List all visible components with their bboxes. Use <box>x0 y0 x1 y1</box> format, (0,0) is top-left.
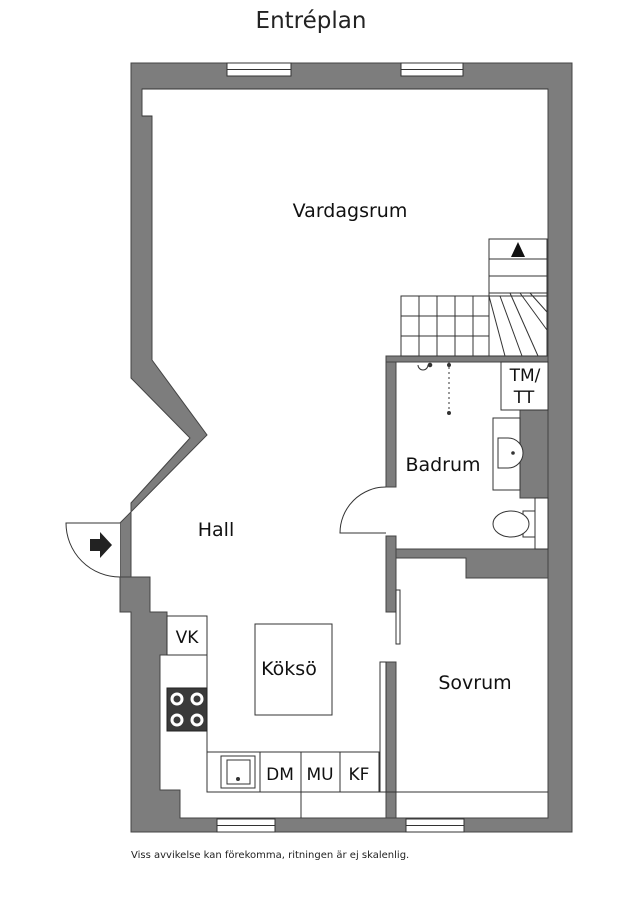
badrum-top-wall <box>385 355 549 363</box>
badrum-left-wall <box>385 355 397 488</box>
room-label-sovrum: Sovrum <box>438 672 511 694</box>
tm-tt-closet <box>500 361 549 411</box>
badrum-door-swing <box>339 486 387 534</box>
window-bottom-left <box>216 818 276 833</box>
bath-sovrum-wall <box>395 548 549 579</box>
sovrum-sliding-door <box>395 589 401 645</box>
sink-icon <box>220 755 256 789</box>
room-label-hall: Hall <box>198 519 235 541</box>
vk-unit <box>166 615 208 656</box>
entrance-arrow-icon <box>90 532 112 558</box>
window-top-left <box>226 62 292 77</box>
label-dm: DM <box>266 765 294 785</box>
washbasin-icon <box>492 417 524 491</box>
label-tm: TM/ <box>509 366 541 386</box>
staircase <box>400 238 548 357</box>
window-bottom-right <box>405 818 465 833</box>
label-vk: VK <box>176 628 200 648</box>
sovrum-wall-panel <box>379 661 387 793</box>
shower-fixture-icon <box>417 362 451 415</box>
floor-plan-title: Entréplan <box>255 8 367 34</box>
label-mu: MU <box>306 765 333 785</box>
kitchen-island <box>254 623 333 716</box>
label-kf: KF <box>349 765 370 785</box>
room-label-koksö: Köksö <box>261 658 317 680</box>
label-tt: TT <box>513 388 535 408</box>
bathroom-right-block <box>519 409 549 499</box>
stove-icon <box>166 687 208 732</box>
sovrum-left-wall <box>385 661 397 819</box>
room-label-badrum: Badrum <box>405 454 480 476</box>
disclaimer-text: Viss avvikelse kan förekomma, ritningen … <box>131 850 410 861</box>
window-top-right <box>400 62 464 77</box>
badrum-left-wall-lower <box>385 535 397 613</box>
toilet-icon <box>492 497 549 550</box>
room-label-vardagsrum: Vardagsrum <box>293 200 408 222</box>
stair-up-arrow-icon <box>511 242 525 257</box>
